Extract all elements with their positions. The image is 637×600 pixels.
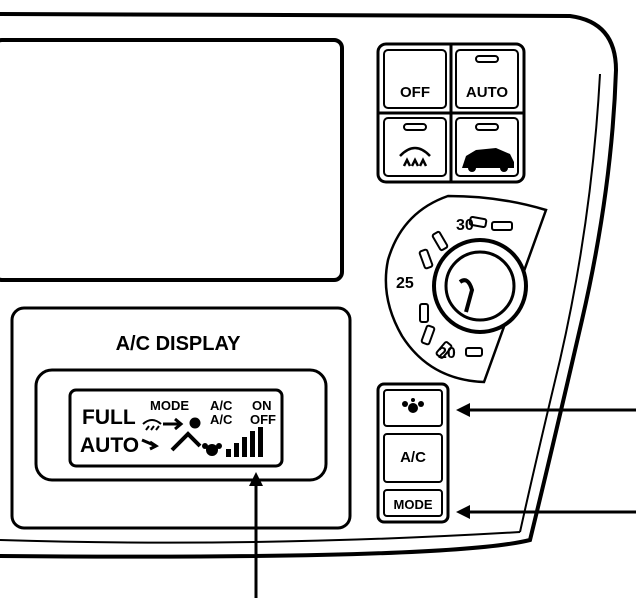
panel-outline xyxy=(0,12,619,559)
temperature-scale-band xyxy=(384,194,548,384)
lcd-ac-bottom: A/C xyxy=(210,412,233,427)
lcd-arrow-icon xyxy=(163,417,184,431)
lcd-off: OFF xyxy=(250,412,276,427)
ac-button-label: A/C xyxy=(400,449,426,466)
fan-icon xyxy=(402,398,424,413)
off-button[interactable]: OFF xyxy=(383,49,447,109)
mode-button[interactable]: MODE xyxy=(383,489,443,517)
mode-pointer-arrowhead xyxy=(456,505,470,519)
mode-button-label: MODE xyxy=(394,497,433,512)
lcd-on: ON xyxy=(252,398,272,413)
off-button-label: OFF xyxy=(400,84,430,101)
rear-defrost-button[interactable] xyxy=(455,117,519,177)
auto-indicator-led xyxy=(475,55,499,63)
rear-defrost-indicator-led xyxy=(475,123,499,131)
temperature-label-25: 25 xyxy=(396,275,414,292)
ac-display-title: A/C DISPLAY xyxy=(116,333,242,355)
fan-button[interactable] xyxy=(383,389,443,427)
lcd-pointer-arrowhead xyxy=(249,472,263,486)
front-defrost-button[interactable] xyxy=(383,117,447,177)
front-defrost-icon xyxy=(399,146,431,167)
temperature-knob[interactable] xyxy=(432,238,528,334)
front-defrost-indicator-led xyxy=(403,123,427,131)
fan-pointer-arrowhead xyxy=(456,403,470,417)
lcd-auto-label: AUTO xyxy=(80,434,139,457)
rear-defrost-car-icon xyxy=(462,148,514,172)
lcd-fan-speed-bars xyxy=(226,427,263,457)
lcd-fan-icon xyxy=(202,443,222,456)
auto-button[interactable]: AUTO xyxy=(455,49,519,109)
panel-lower-edge xyxy=(0,531,521,544)
temperature-label-20: 20 xyxy=(438,345,456,362)
lcd-full-label: FULL xyxy=(82,406,136,429)
ac-button[interactable]: A/C xyxy=(383,433,443,483)
temperature-knob-pointer xyxy=(458,278,475,313)
ac-display-box xyxy=(10,306,352,530)
lcd-seated-person-icon xyxy=(170,417,202,452)
ac-lcd-screen xyxy=(68,388,284,468)
temperature-label-30: 30 xyxy=(456,217,474,234)
lcd-ac-top: A/C xyxy=(210,398,233,413)
lcd-mode-label: MODE xyxy=(150,398,189,413)
panel-inner-edge xyxy=(519,73,601,533)
lcd-foot-arrow-icon xyxy=(141,438,159,451)
ac-display-bezel xyxy=(34,368,328,482)
lcd-defrost-icon xyxy=(142,419,162,431)
upper-display-window xyxy=(0,38,344,282)
temperature-scale-ticks xyxy=(418,215,513,359)
lower-button-column xyxy=(376,382,450,524)
auto-button-label: AUTO xyxy=(466,84,509,101)
